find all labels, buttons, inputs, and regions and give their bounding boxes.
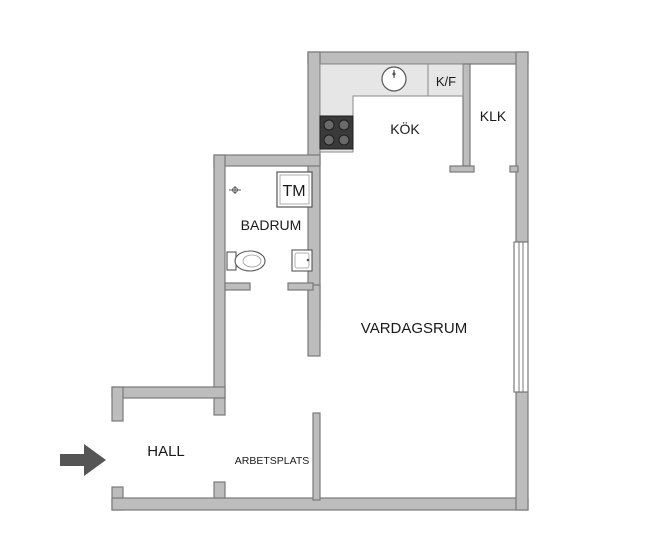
window — [513, 241, 529, 393]
shower-tap-icon — [229, 186, 241, 194]
wall-bathroom-left — [213, 154, 226, 399]
wall-right-upper — [515, 51, 529, 243]
wall-closet-foot — [449, 165, 475, 173]
wall-bathroom-top — [213, 154, 321, 167]
wall-bath-door-right — [287, 282, 314, 291]
toilet-icon — [226, 250, 266, 272]
wall-right-lower — [515, 391, 529, 511]
washbasin-icon — [291, 249, 313, 272]
wall-hall-top — [111, 386, 226, 399]
wall-bath-living-lower — [307, 284, 321, 357]
wall-hall-partition-lower — [213, 481, 226, 499]
room-label-hall: HALL — [147, 443, 185, 460]
wall-hall-partition-upper — [213, 397, 226, 416]
interior-walls — [213, 63, 519, 501]
washer-box — [276, 171, 313, 208]
fridge-freezer-label: K/F — [436, 74, 456, 89]
wall-hall-left-upper — [111, 386, 124, 422]
room-label-closet: KLK — [480, 108, 507, 124]
room-label-kitchen: KÖK — [390, 120, 420, 137]
room-label-bathroom: BADRUM — [241, 217, 302, 233]
washer-label: TM — [282, 183, 305, 200]
workspace-label: ARBETSPLATS — [235, 455, 310, 467]
sink-icon — [381, 66, 407, 92]
kitchen-counter — [319, 63, 464, 153]
entry-arrow-icon — [60, 444, 106, 476]
wall-closet-right-stub — [509, 165, 519, 173]
wall-bath-door-left — [224, 282, 251, 291]
wall-closet — [462, 63, 471, 167]
stove-icon — [319, 115, 354, 150]
wall-living-hall-stub — [312, 412, 321, 501]
wall-top — [307, 51, 529, 65]
room-label-living-room: VARDAGSRUM — [361, 320, 467, 337]
